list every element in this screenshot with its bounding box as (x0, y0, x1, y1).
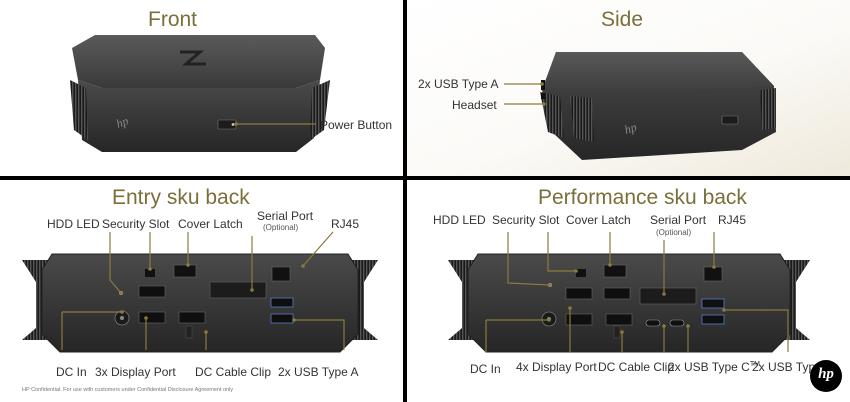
power-button-label: Power Button (320, 118, 393, 132)
performance-back-device (448, 253, 810, 353)
svg-text:hp: hp (114, 114, 130, 131)
perf-dc-in-label: DC In (470, 362, 501, 376)
entry-back-device (22, 253, 378, 353)
perf-rj45-label: RJ45 (718, 213, 747, 227)
front-device: hp (70, 35, 330, 152)
front-title: Front (148, 8, 198, 31)
hp-logo-icon: hp (810, 360, 842, 392)
performance-callouts (485, 232, 789, 352)
perf-hdd-led-label: HDD LED (433, 213, 486, 227)
entry-cover-latch-label: Cover Latch (178, 217, 243, 231)
perf-security-slot-label: Security Slot (492, 213, 560, 227)
perf-usb-c-tm: TM (749, 361, 760, 368)
side-device: hp (540, 52, 776, 160)
entry-hdd-led-label: HDD LED (47, 217, 100, 231)
entry-display-port-label: 3x Display Port (95, 365, 176, 379)
perf-usb-c-text: 2x USB Type C (668, 360, 750, 374)
headset-label: Headset (452, 98, 497, 112)
hp-logo-text: hp (818, 366, 834, 382)
side-usb-a-label: 2x USB Type A (418, 77, 499, 91)
perf-serial-optional-label: (Optional) (656, 228, 692, 237)
entry-rj45-label: RJ45 (331, 217, 360, 231)
perf-usb-c-label: 2x USB Type CTM (668, 360, 760, 374)
entry-callouts (61, 231, 345, 350)
entry-serial-optional-label: (Optional) (263, 223, 299, 232)
perf-cover-latch-label: Cover Latch (566, 213, 631, 227)
entry-serial-port-label: Serial Port (257, 209, 314, 223)
svg-text:hp: hp (623, 120, 639, 137)
entry-title: Entry sku back (112, 186, 250, 209)
confidential-footer: HP Confidential. For use with customers … (22, 387, 234, 393)
perf-serial-port-label: Serial Port (650, 213, 707, 227)
entry-security-slot-label: Security Slot (102, 217, 170, 231)
vertical-divider (403, 0, 407, 402)
horizontal-divider (0, 176, 850, 180)
entry-dc-in-label: DC In (56, 365, 87, 379)
side-title: Side (601, 8, 644, 31)
performance-title: Performance sku back (538, 186, 747, 209)
entry-usb-a-label: 2x USB Type A (278, 365, 359, 379)
perf-display-port-label: 4x Display Port (516, 360, 597, 374)
perf-dc-clip-label: DC Cable Clip (598, 360, 675, 374)
entry-dc-clip-label: DC Cable Clip (195, 365, 272, 379)
